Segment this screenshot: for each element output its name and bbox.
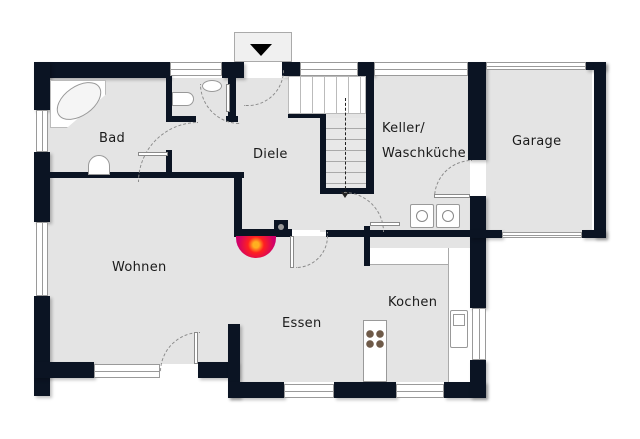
window-stair-top: [300, 62, 358, 76]
door-leaf-wc: [226, 84, 230, 112]
wall-bottom-essen-mid: [334, 382, 396, 398]
wall-kochen-right-top: [470, 196, 486, 308]
room-label-essen: Essen: [282, 316, 322, 331]
wall-bad-wc: [166, 76, 172, 122]
room-label-keller-line1: Keller/: [382, 121, 425, 136]
washing-machine-icon: [410, 204, 434, 228]
window-kochen-bottom: [396, 384, 444, 398]
wall-stair-bottom: [320, 188, 372, 194]
fireplace-icon: [236, 236, 276, 258]
wall-garage-bottom-left: [470, 230, 502, 238]
wall-wc-bottom: [166, 116, 196, 122]
kitchen-sink-basin: [453, 314, 465, 326]
wall-stair-right: [366, 74, 374, 194]
room-label-kochen: Kochen: [388, 295, 438, 310]
wall-top-keller: [358, 62, 374, 76]
wall-essen-step: [228, 324, 240, 398]
wall-wohnen-diele-vert: [234, 172, 242, 236]
wall-garage-right: [594, 62, 606, 238]
wall-stair-top-ledge: [288, 114, 326, 118]
window-garage-bottom: [502, 232, 582, 238]
washbasin-bad-icon: [88, 155, 110, 175]
wall-bottom-wohnen-left: [34, 362, 94, 378]
window-wohnen-bottom: [94, 364, 160, 378]
door-leaf-wohnen-diele: [290, 236, 294, 268]
wall-essen-kochen-stub: [364, 226, 370, 266]
staircase-lower: [326, 118, 366, 188]
wall-bottom-essen-left: [228, 382, 284, 398]
door-leaf-garage: [434, 194, 470, 198]
kitchen-counter-top: [370, 248, 470, 265]
wall-top-wc: [222, 62, 244, 78]
wall-diele-keller: [326, 230, 486, 237]
floor-garage: [486, 70, 592, 234]
window-essen-bottom: [284, 384, 334, 398]
window-bad-left: [36, 110, 48, 152]
room-label-garage: Garage: [512, 134, 562, 149]
stove-icon: [365, 329, 385, 349]
dryer-drum: [442, 210, 454, 222]
stair-direction-line: [345, 98, 346, 194]
wall-keller-garage: [468, 62, 486, 160]
window-wc-top: [170, 62, 222, 76]
wall-left-bottom: [34, 296, 50, 396]
wall-kochen-right-bottom: [470, 360, 486, 398]
window-garage-top: [486, 62, 586, 70]
door-leaf-bad: [138, 152, 168, 156]
wall-garage-bottom-right: [582, 230, 606, 238]
wall-left-mid: [34, 152, 50, 222]
wall-top-stair: [282, 62, 300, 76]
chimney-flue: [278, 224, 284, 230]
door-leaf-terrace: [194, 332, 198, 364]
entrance-arrow-icon: [250, 44, 272, 56]
toilet-icon: [172, 92, 194, 106]
wall-wohnen-diele-horiz: [234, 229, 292, 237]
washing-machine-drum: [416, 210, 428, 222]
door-leaf-keller: [370, 222, 400, 226]
kitchen-sink-icon: [450, 310, 468, 348]
window-kochen-right: [472, 308, 486, 360]
window-wohnen-left: [36, 222, 48, 296]
washbasin-wc-icon: [202, 80, 222, 92]
room-label-diele: Diele: [253, 147, 288, 162]
room-label-keller-line2: Waschküche: [382, 146, 466, 161]
wall-top-bad: [34, 62, 170, 78]
wall-left-top: [34, 62, 50, 110]
room-label-wohnen: Wohnen: [112, 260, 167, 275]
window-keller-top: [374, 62, 468, 76]
staircase-upper: [288, 76, 366, 114]
room-label-bad: Bad: [99, 131, 126, 146]
wall-stair-left: [320, 116, 326, 194]
